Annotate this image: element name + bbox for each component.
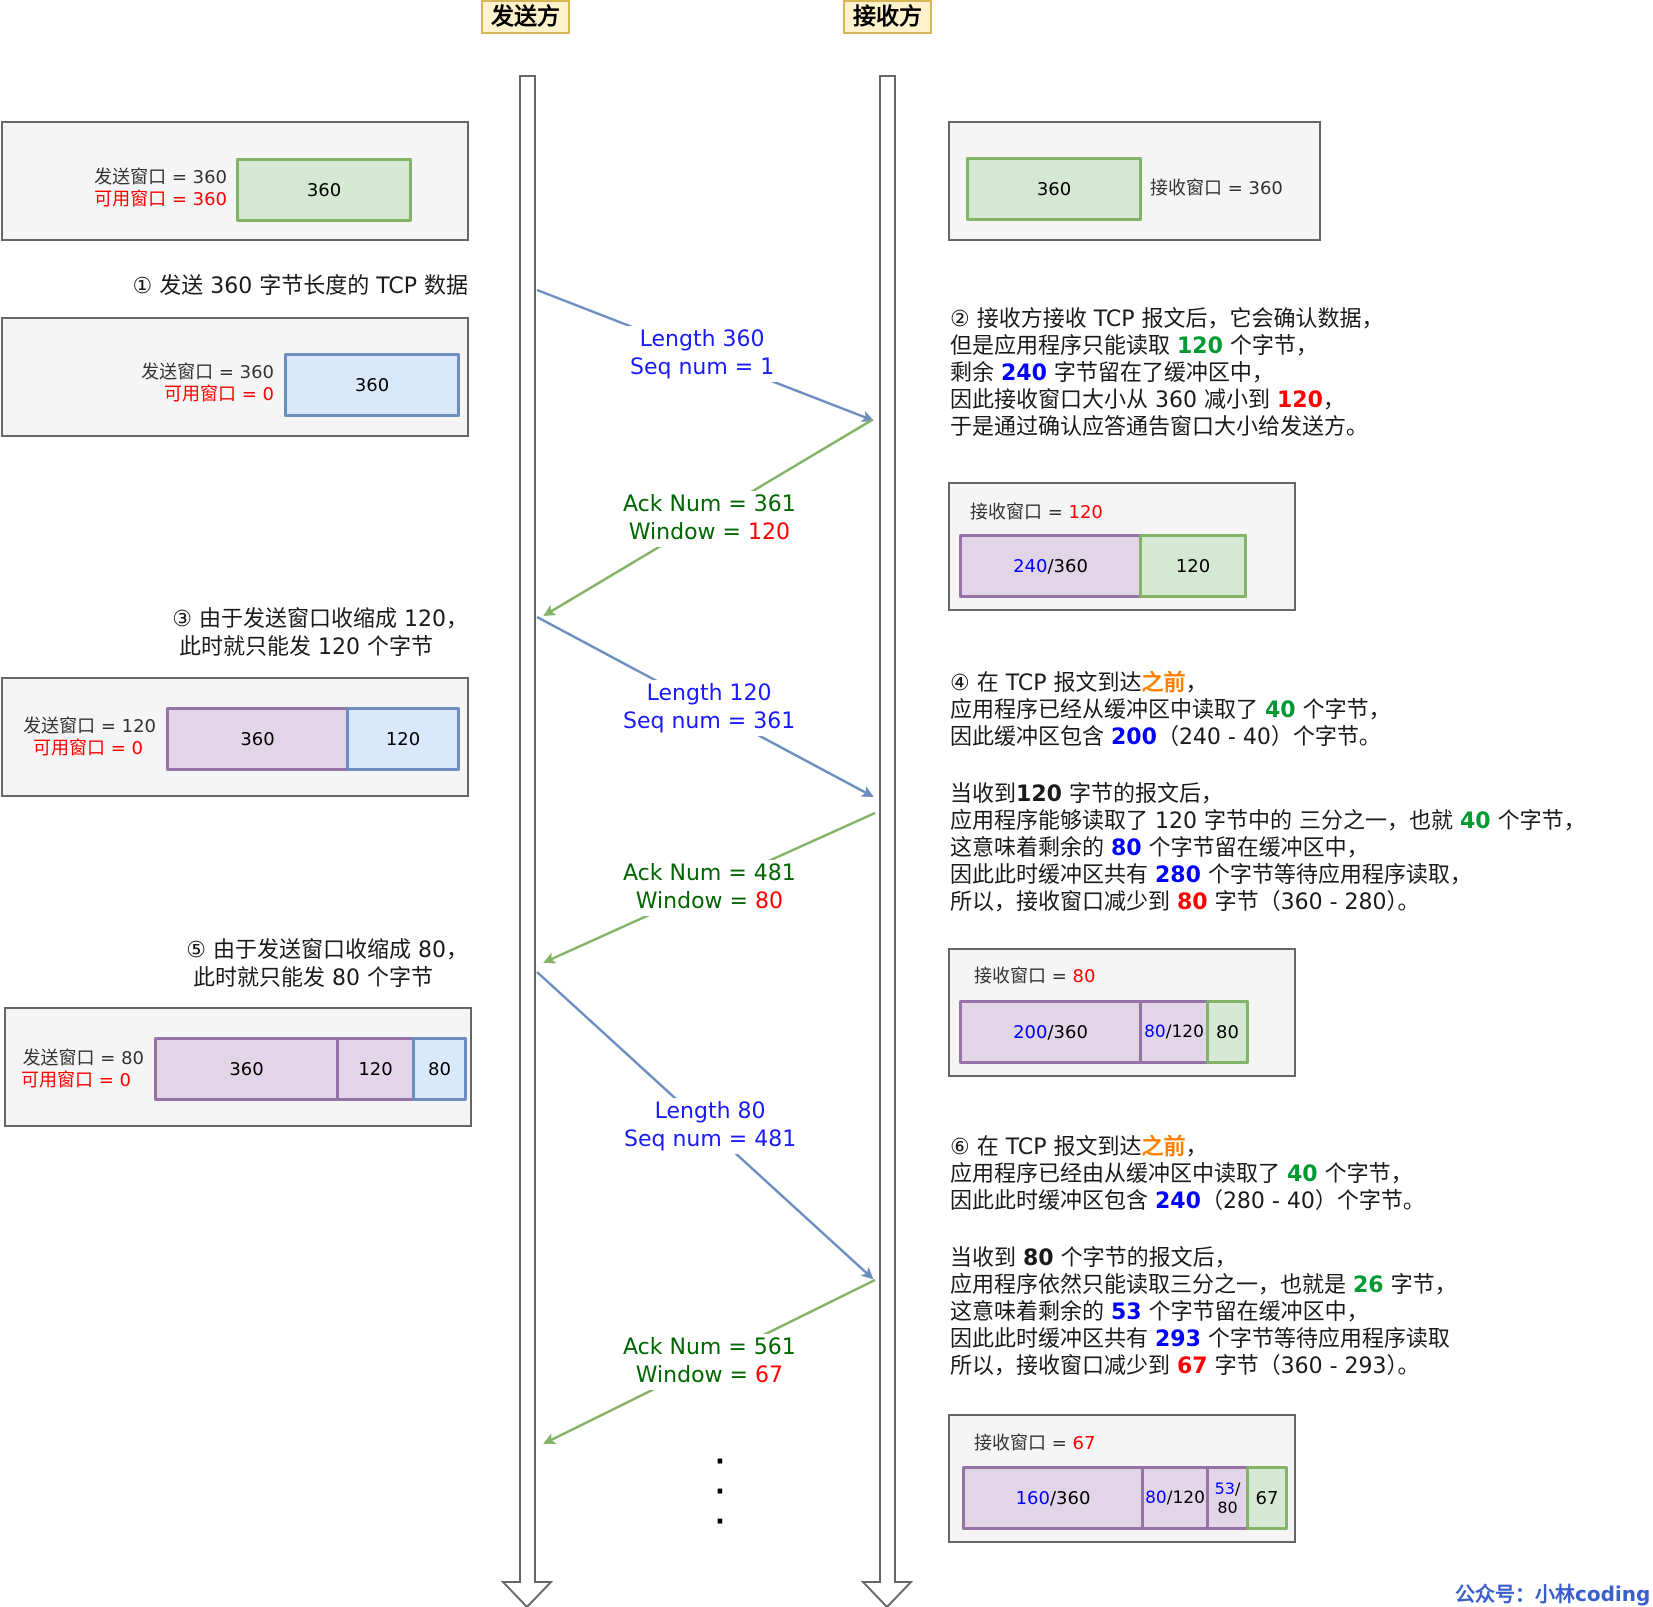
watermark: 公众号：小林coding xyxy=(1455,1582,1651,1606)
send-window-label: 发送窗口 = 80 xyxy=(22,1048,144,1069)
send-window-label: 发送窗口 = 360 xyxy=(141,362,274,383)
sender-state-3: 发送窗口 = 120 可用窗口 = 0 360 120 xyxy=(1,677,469,797)
window-block-2: 120 xyxy=(1139,534,1247,598)
window-block-2: 80/120 xyxy=(1139,1000,1209,1064)
receiver-state-1: 360 接收窗口 = 360 xyxy=(948,121,1321,241)
window-block-1: 360 xyxy=(166,707,349,771)
caption-step1: ① 发送 360 字节长度的 TCP 数据 xyxy=(132,274,468,299)
sender-header: 发送方 xyxy=(481,0,570,34)
window-block-2: 120 xyxy=(346,707,460,771)
receive-window-label: 接收窗口 = 120 xyxy=(970,502,1103,523)
window-block-3: 80 xyxy=(412,1037,467,1101)
usable-window-label: 可用窗口 = 0 xyxy=(164,384,274,405)
window-block: 360 xyxy=(236,158,412,222)
receiver-state-2: 接收窗口 = 120 240/360 120 xyxy=(948,482,1296,611)
window-block-1: 160/360 xyxy=(962,1466,1144,1530)
window-block-1: 360 xyxy=(154,1037,339,1101)
receive-window-label: 接收窗口 = 80 xyxy=(974,966,1096,987)
send-window-label: 发送窗口 = 120 xyxy=(23,716,156,737)
usable-window-label: 可用窗口 = 0 xyxy=(33,738,143,759)
sender-state-1: 发送窗口 = 360 可用窗口 = 360 360 xyxy=(1,121,469,241)
caption-step2: ② 接收方接收 TCP 报文后，它会确认数据， 但是应用程序只能读取 120 个… xyxy=(950,307,1384,440)
sender-state-2: 发送窗口 = 360 可用窗口 = 0 360 xyxy=(1,317,469,437)
ellipsis-dot-1: · xyxy=(715,1447,725,1477)
window-block: 360 xyxy=(284,353,460,417)
usable-window-label: 可用窗口 = 0 xyxy=(21,1070,131,1091)
usable-window-label: 可用窗口 = 360 xyxy=(94,189,227,210)
window-block-1: 200/360 xyxy=(959,1000,1142,1064)
sender-timeline xyxy=(500,75,554,1607)
send-window-label: 发送窗口 = 360 xyxy=(94,167,227,188)
window-block-2: 80/120 xyxy=(1141,1466,1209,1530)
receive-window-label: 接收窗口 = 360 xyxy=(1150,178,1283,199)
caption-step3-line1: ③ 由于发送窗口收缩成 120， xyxy=(172,607,468,632)
window-block-4: 67 xyxy=(1246,1466,1288,1530)
receive-window-label: 接收窗口 = 67 xyxy=(974,1433,1096,1454)
window-block-1: 240/360 xyxy=(959,534,1142,598)
sender-state-4: 发送窗口 = 80 可用窗口 = 0 360 120 80 xyxy=(4,1007,472,1127)
window-block-3: 53/ 80 xyxy=(1206,1466,1249,1530)
receiver-state-3: 接收窗口 = 80 200/360 80/120 80 xyxy=(948,948,1296,1077)
caption-step5-line2: 此时就只能发 80 个字节 xyxy=(193,966,433,991)
window-block-3: 80 xyxy=(1206,1000,1249,1064)
receiver-timeline xyxy=(860,75,914,1607)
caption-step6: ⑥ 在 TCP 报文到达之前， 应用程序已经由从缓冲区中读取了 40 个字节， … xyxy=(950,1135,1457,1379)
ellipsis-dot-2: · xyxy=(715,1477,725,1507)
ellipsis-dot-3: · xyxy=(715,1507,725,1537)
receiver-state-4: 接收窗口 = 67 160/360 80/120 53/ 80 67 xyxy=(948,1414,1296,1543)
window-block: 360 xyxy=(966,157,1142,221)
window-block-2: 120 xyxy=(336,1037,415,1101)
caption-step3-line2: 此时就只能发 120 个字节 xyxy=(179,635,433,660)
receiver-header: 接收方 xyxy=(843,0,932,34)
caption-step5-line1: ⑤ 由于发送窗口收缩成 80， xyxy=(186,938,468,963)
caption-step4: ④ 在 TCP 报文到达之前， 应用程序已经从缓冲区中读取了 40 个字节， 因… xyxy=(950,671,1586,915)
